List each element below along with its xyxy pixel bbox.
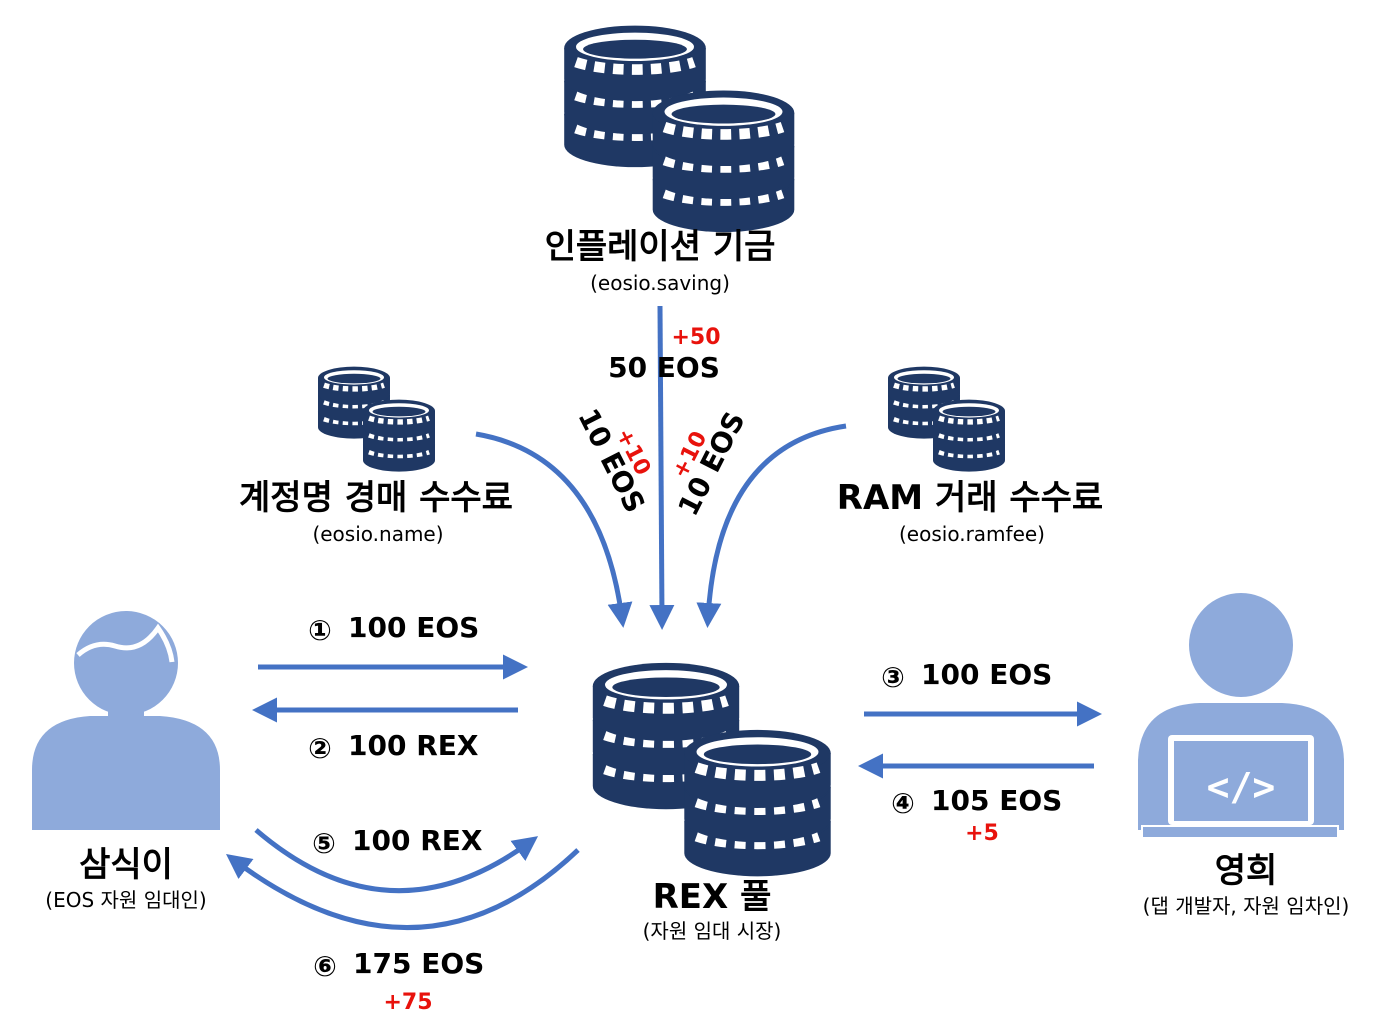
- inflation-coins-icon: [564, 26, 794, 233]
- inflation-account: (eosio.saving): [590, 271, 730, 295]
- name-auction-title: 계정명 경매 수수료: [239, 478, 513, 518]
- step4-bonus: +5: [965, 821, 999, 846]
- developer-title: 영희: [1215, 851, 1278, 891]
- ram-fee-coins-icon: [888, 367, 1005, 472]
- ram-fee-title: RAM 거래 수수료: [837, 478, 1103, 518]
- arrow-step6: [226, 848, 580, 931]
- step1-amount: 100 EOS: [348, 611, 479, 644]
- code-icon: </>: [1207, 765, 1276, 809]
- step3-amount: 100 EOS: [921, 658, 1052, 691]
- step3-number: ③: [881, 661, 905, 694]
- name-auction-coins-icon: [318, 367, 435, 472]
- lender-person-icon: [32, 611, 220, 830]
- ram-fee-account: (eosio.ramfee): [899, 522, 1045, 546]
- inflation-bonus: +50: [671, 325, 720, 350]
- rex-pool-coins-icon: [593, 663, 831, 877]
- rex-pool-title: REX 풀: [653, 877, 772, 917]
- arrow-inflation-to-pool: [649, 305, 675, 630]
- arrow-step5: [254, 828, 539, 894]
- inflation-amount: 50 EOS: [608, 351, 720, 384]
- developer-person-icon: </>: [1138, 593, 1344, 839]
- step2-number: ②: [308, 732, 332, 765]
- lender-title: 삼식이: [79, 845, 173, 885]
- step2-amount: 100 REX: [348, 729, 479, 762]
- rex-pool-subtitle: (자원 임대 시장): [643, 919, 782, 943]
- step5-amount: 100 REX: [352, 824, 483, 857]
- step4-amount: 105 EOS: [931, 784, 1062, 817]
- step6-bonus: +75: [383, 990, 432, 1015]
- inflation-title: 인플레이션 기금: [545, 227, 776, 267]
- arrow-name-to-pool: [475, 431, 633, 628]
- arrow-ram-to-pool: [696, 423, 847, 628]
- step5-number: ⑤: [312, 827, 336, 860]
- developer-subtitle: (댑 개발자, 자원 임차인): [1143, 894, 1350, 918]
- step4-number: ④: [891, 787, 915, 820]
- name-auction-account: (eosio.name): [312, 522, 443, 546]
- arrows: [226, 305, 1102, 931]
- step6-amount: 175 EOS: [353, 947, 484, 980]
- step6-number: ⑥: [313, 950, 337, 983]
- step1-number: ①: [308, 614, 332, 647]
- lender-subtitle: (EOS 자원 임대인): [45, 888, 206, 912]
